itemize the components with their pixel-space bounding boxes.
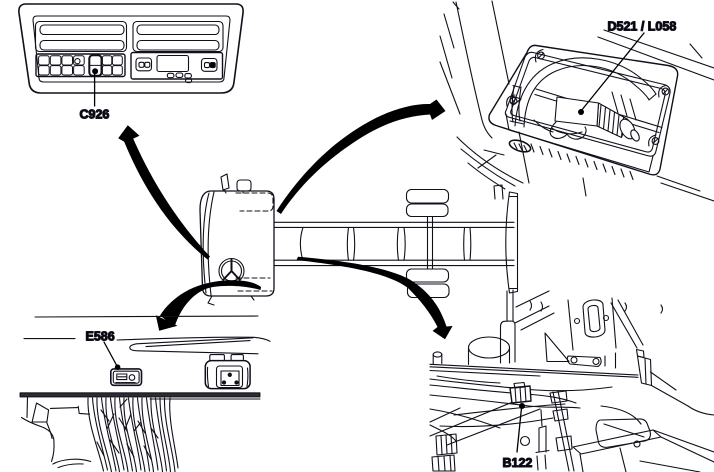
svg-text:E586: E586: [86, 330, 115, 344]
svg-text:D521 / L058: D521 / L058: [608, 20, 677, 34]
svg-text:B122: B122: [503, 456, 533, 470]
svg-text:C926: C926: [80, 108, 110, 122]
